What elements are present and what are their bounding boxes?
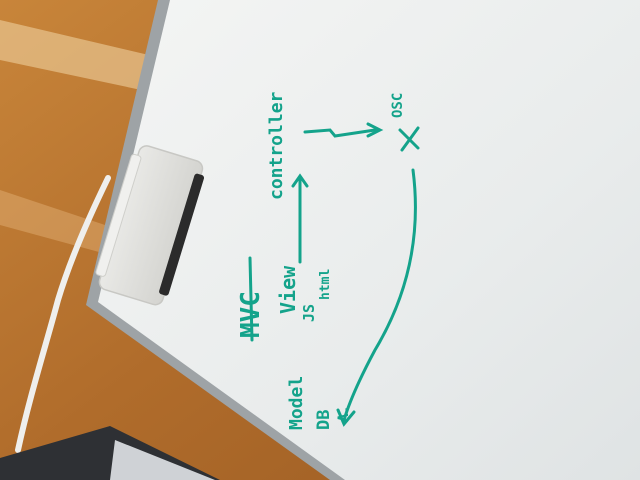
label-view: View <box>276 265 300 314</box>
label-html: html <box>318 268 333 300</box>
laptop-keys <box>110 440 215 480</box>
label-ai: A. <box>336 405 352 422</box>
cable <box>15 175 111 453</box>
whiteboard-surface <box>98 0 640 480</box>
desk-glare <box>0 20 170 95</box>
label-controller: controller <box>266 91 287 200</box>
marker-drawing <box>248 122 420 427</box>
label-js: JS <box>300 303 318 322</box>
label-mvc: MVC <box>236 291 266 338</box>
label-model: Model <box>286 375 307 430</box>
label-db: DB <box>314 409 334 430</box>
label-osc: OSC <box>390 92 406 118</box>
desk-glare-2 <box>0 190 120 255</box>
eraser <box>95 145 205 306</box>
